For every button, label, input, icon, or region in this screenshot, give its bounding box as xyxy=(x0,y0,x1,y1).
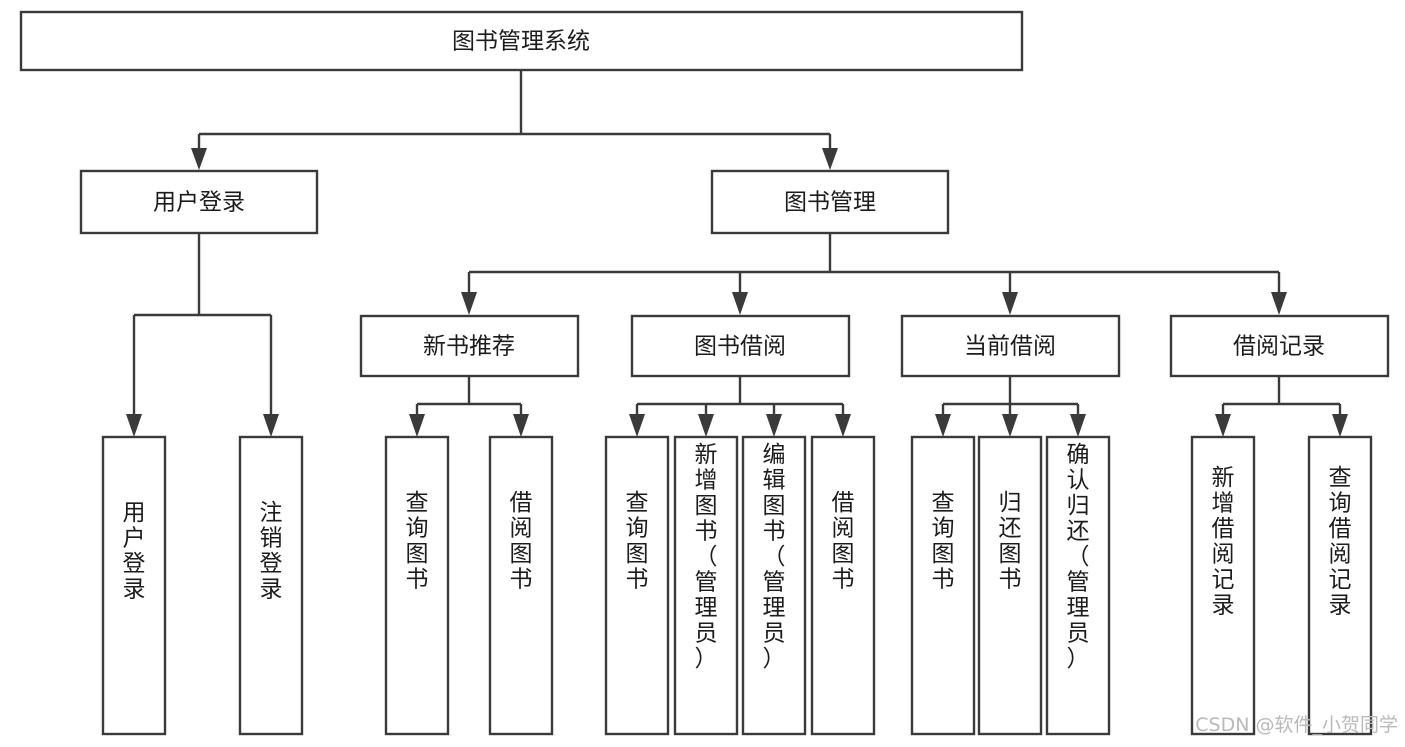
arrow-head-currentborrow-leaf-3 xyxy=(1070,414,1086,437)
leaf-box-borrow-book[interactable] xyxy=(810,435,876,736)
leaf-node-add-book[interactable]: 新增图书（管理员） xyxy=(673,435,739,736)
book-borrow-label: 图书借阅 xyxy=(694,334,786,360)
leaf-label-borrow-book-recommend: 借阅图书 xyxy=(510,490,533,593)
new-book-recommend-box[interactable] xyxy=(359,314,580,378)
current-borrow-box[interactable] xyxy=(900,314,1121,378)
arrow-head-to-book-borrow xyxy=(732,292,748,315)
leaf-label-confirm-return: 确认归还（管理员） xyxy=(1067,442,1090,672)
arrow-head-to-login xyxy=(191,148,207,170)
node-new-book-recommend[interactable]: 新书推荐 xyxy=(359,314,580,378)
leaf-box-query-book-recommend[interactable] xyxy=(384,435,450,736)
leaf-box-query-book-borrow[interactable] xyxy=(604,435,670,736)
leaf-box-user-login[interactable] xyxy=(101,435,167,736)
leaf-box-confirm-return[interactable] xyxy=(1045,435,1111,736)
root-label: 图书管理系统 xyxy=(452,29,590,55)
new-book-recommend-label: 新书推荐 xyxy=(423,334,515,360)
leaf-box-add-borrow-record[interactable] xyxy=(1190,435,1256,736)
arrow-head-bookborrow-leaf-4 xyxy=(835,414,851,437)
csdn-watermark: CSDN @软件_小贺同学 xyxy=(1195,714,1398,736)
arrow-head-to-borrow-record xyxy=(1271,292,1287,315)
leaf-label-user-login: 用户登录 xyxy=(123,500,146,603)
borrow-record-box[interactable] xyxy=(1169,314,1390,378)
leaf-box-return-book[interactable] xyxy=(977,435,1043,736)
leaf-node-borrow-book-recommend[interactable]: 借阅图书 xyxy=(488,435,554,736)
leaf-node-user-login-action[interactable]: 用户登录 xyxy=(101,435,167,736)
current-borrow-label: 当前借阅 xyxy=(964,334,1056,360)
root-box[interactable] xyxy=(19,10,1024,72)
leaf-label-logout: 注销登录 xyxy=(260,500,283,603)
arrow-head-bookborrow-leaf-2 xyxy=(698,414,714,437)
leaf-node-query-book-borrow[interactable]: 查询图书 xyxy=(604,435,670,736)
node-user-login[interactable]: 用户登录 xyxy=(79,169,319,235)
leaf-node-logout[interactable]: 注销登录 xyxy=(238,435,304,736)
leaf-label-edit-book: 编辑图书（管理员） xyxy=(763,442,786,672)
leaf-label-query-book-borrow: 查询图书 xyxy=(626,490,649,593)
leaf-box-query-book-current[interactable] xyxy=(910,435,976,736)
leaf-node-confirm-return[interactable]: 确认归还（管理员） xyxy=(1045,435,1111,736)
leaf-box-add-book[interactable] xyxy=(673,435,739,736)
arrow-head-to-current-borrow xyxy=(1002,292,1018,315)
node-book-management[interactable]: 图书管理 xyxy=(710,169,950,235)
leaf-label-query-borrow-record: 查询借阅记录 xyxy=(1329,465,1352,619)
node-borrow-record[interactable]: 借阅记录 xyxy=(1169,314,1390,378)
user-login-label: 用户登录 xyxy=(153,190,245,216)
leaf-label-query-book-recommend: 查询图书 xyxy=(406,490,429,593)
arrow-head-to-bookmgmt xyxy=(822,148,838,170)
node-current-borrow[interactable]: 当前借阅 xyxy=(900,314,1121,378)
borrow-record-label: 借阅记录 xyxy=(1233,334,1325,360)
arrow-head-to-new-book xyxy=(461,292,477,315)
book-management-label: 图书管理 xyxy=(784,190,876,216)
arrow-head-newbook-leaf-2 xyxy=(513,414,529,437)
leaf-box-query-borrow-record[interactable] xyxy=(1307,435,1373,736)
leaf-node-edit-book[interactable]: 编辑图书（管理员） xyxy=(741,435,807,736)
arrow-head-bookborrow-leaf-3 xyxy=(766,414,782,437)
arrow-head-bookborrow-leaf-1 xyxy=(629,414,645,437)
leaf-node-query-borrow-record[interactable]: 查询借阅记录 xyxy=(1307,435,1373,736)
leaf-node-query-book-current[interactable]: 查询图书 xyxy=(910,435,976,736)
arrow-head-newbook-leaf-1 xyxy=(409,414,425,437)
arrow-head-currentborrow-leaf-1 xyxy=(935,414,951,437)
arrow-head-currentborrow-leaf-2 xyxy=(1002,414,1018,437)
arrow-head-login-leaf-1 xyxy=(126,414,142,437)
node-book-borrow[interactable]: 图书借阅 xyxy=(630,314,851,378)
leaf-label-add-book: 新增图书（管理员） xyxy=(695,442,718,672)
leaf-node-return-book[interactable]: 归还图书 xyxy=(977,435,1043,736)
leaf-label-query-book-current: 查询图书 xyxy=(932,490,955,593)
leaf-label-add-borrow-record: 新增借阅记录 xyxy=(1212,465,1235,619)
book-borrow-box[interactable] xyxy=(630,314,851,378)
arrow-head-borrowrecord-leaf-1 xyxy=(1215,414,1231,437)
leaf-label-borrow-book: 借阅图书 xyxy=(832,490,855,593)
leaf-node-add-borrow-record[interactable]: 新增借阅记录 xyxy=(1190,435,1256,736)
node-root-system[interactable]: 图书管理系统 xyxy=(19,10,1024,72)
leaf-node-query-book-recommend[interactable]: 查询图书 xyxy=(384,435,450,736)
leaf-box-borrow-book-recommend[interactable] xyxy=(488,435,554,736)
book-management-box[interactable] xyxy=(710,169,950,235)
leaf-box-logout[interactable] xyxy=(238,435,304,736)
leaf-box-edit-book[interactable] xyxy=(741,435,807,736)
leaf-node-borrow-book[interactable]: 借阅图书 xyxy=(810,435,876,736)
leaf-label-return-book: 归还图书 xyxy=(999,490,1022,593)
arrow-head-login-leaf-2 xyxy=(263,414,279,437)
arrow-head-borrowrecord-leaf-2 xyxy=(1332,414,1348,437)
